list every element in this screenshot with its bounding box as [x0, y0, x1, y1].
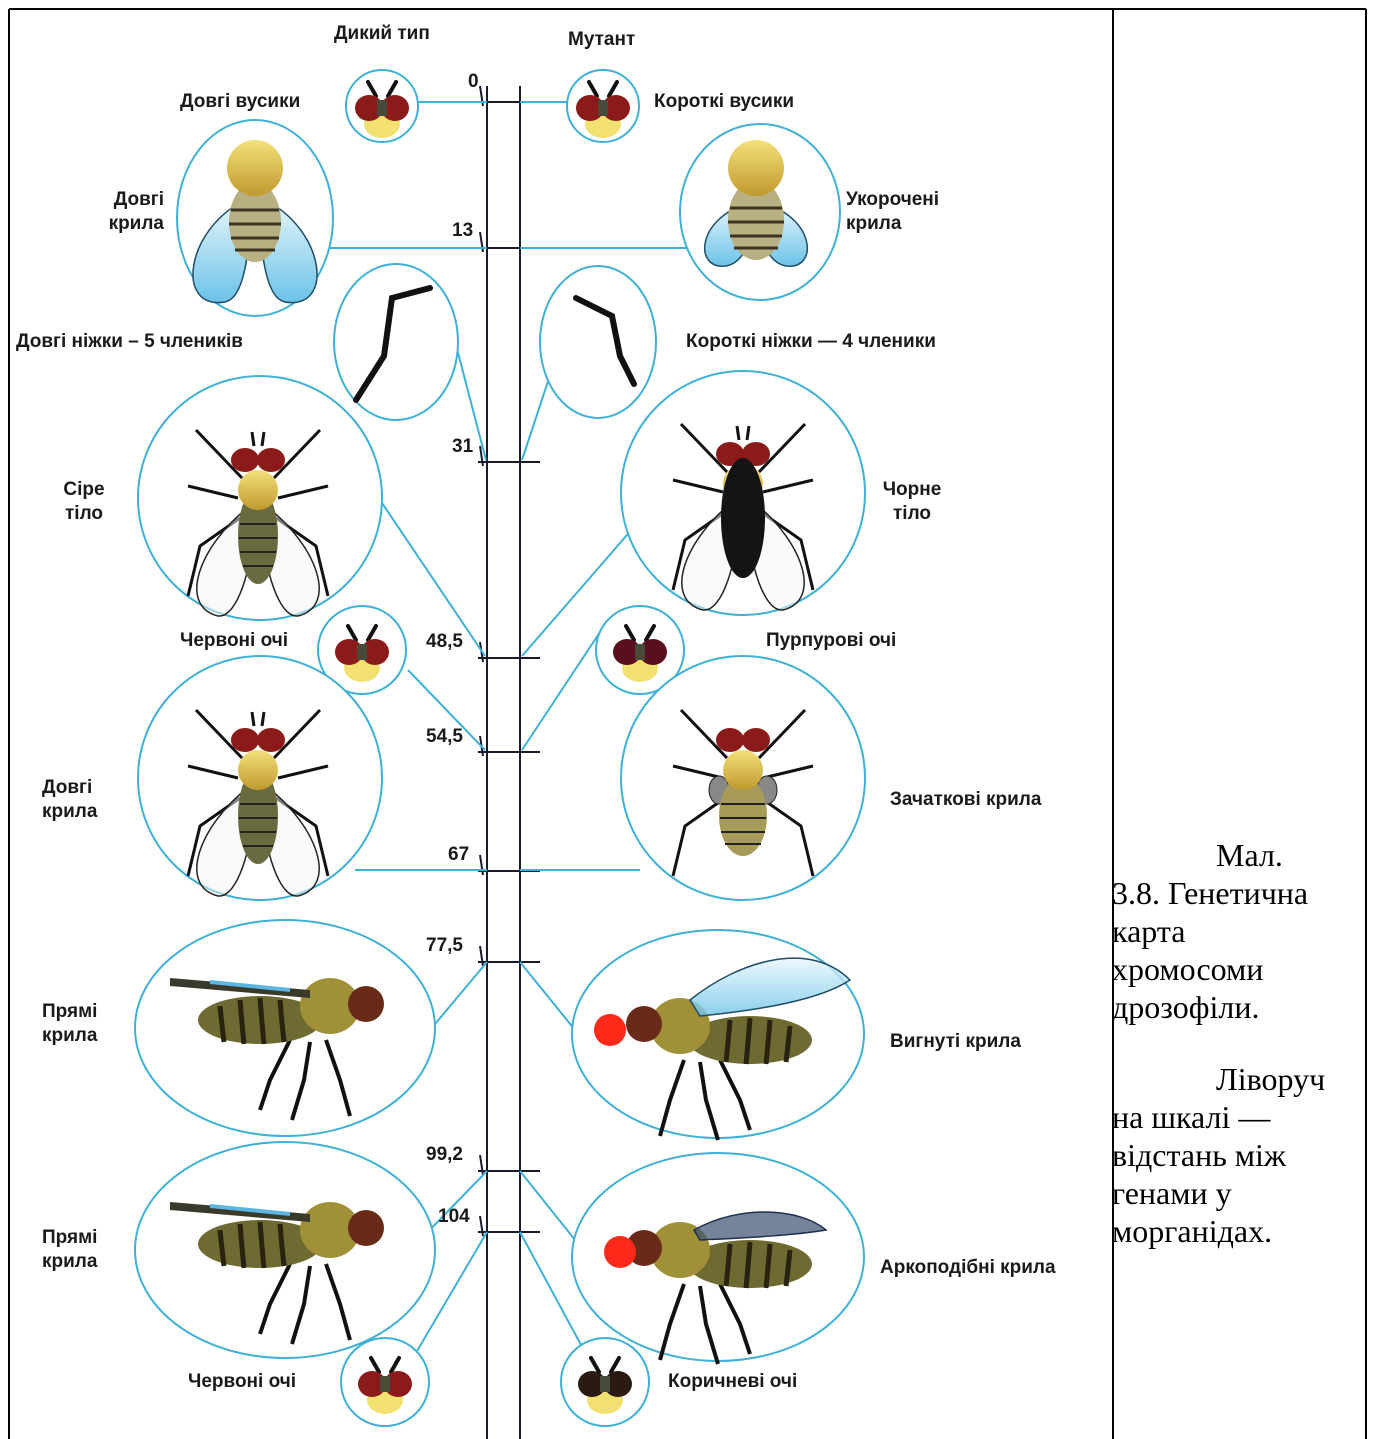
trait-line: тіло [52, 502, 116, 526]
caption-line: Ліворуч [1216, 1061, 1325, 1097]
figure-caption: Мал. 3.8. Генетична карта хромосоми дроз… [1112, 836, 1372, 1250]
trait-arched-wings: Аркоподібні крила [880, 1256, 1056, 1280]
caption-line: генами у [1112, 1174, 1372, 1212]
scale-label: 67 [448, 844, 469, 866]
trait-purple-eyes: Пурпурові очі [766, 629, 896, 653]
caption-line: морганідах. [1112, 1212, 1372, 1250]
caption-line: 3.8. Генетична [1112, 874, 1372, 912]
scale-label: 31 [452, 436, 473, 458]
mutant-header: Мутант [568, 28, 635, 52]
scale-label: 13 [452, 220, 473, 242]
trait-short-antennae: Короткі вусики [654, 90, 794, 114]
trait-line: крила [84, 212, 164, 236]
scale-label: 99,2 [426, 1144, 463, 1166]
trait-line: Прямі [42, 1226, 97, 1250]
trait-line: крила [846, 212, 939, 236]
trait-line: Довгі [84, 188, 164, 212]
trait-line: крила [42, 800, 97, 824]
trait-curved-wings: Вигнуті крила [890, 1030, 1021, 1054]
scale-label: 48,5 [426, 631, 463, 653]
caption-line: на шкалі — [1112, 1098, 1372, 1136]
trait-line: тіло [880, 502, 944, 526]
trait-line: Укорочені [846, 188, 939, 212]
trait-line: Чорне [880, 478, 944, 502]
scale-label: 0 [468, 71, 479, 93]
scale-label: 104 [438, 1206, 470, 1228]
trait-long-legs: Довгі ніжки – 5 члеників [16, 330, 243, 354]
scale-label: 54,5 [426, 726, 463, 748]
trait-line: Довгі [42, 776, 97, 800]
caption-line: хромосоми [1112, 950, 1372, 988]
wild-type-header: Дикий тип [334, 22, 430, 46]
scale-label: 77,5 [426, 935, 463, 957]
trait-line: крила [42, 1250, 97, 1274]
caption-line: Мал. [1216, 837, 1283, 873]
trait-line: Сіре [52, 478, 116, 502]
trait-red-eyes: Червоні очі [180, 629, 288, 653]
trait-line: крила [42, 1024, 97, 1048]
trait-short-legs: Короткі ніжки — 4 членики [686, 330, 936, 354]
trait-red-eyes-2: Червоні очі [188, 1370, 296, 1394]
caption-line: дрозофіли. [1112, 988, 1372, 1026]
trait-long-antennae: Довгі вусики [180, 90, 300, 114]
trait-line: Прямі [42, 1000, 97, 1024]
chromosome-axis [487, 86, 520, 1439]
trait-brown-eyes: Коричневі очі [668, 1370, 797, 1394]
caption-line: відстань між [1112, 1136, 1372, 1174]
caption-line: карта [1112, 912, 1372, 950]
trait-vestigial-wings: Зачаткові крила [890, 788, 1041, 812]
